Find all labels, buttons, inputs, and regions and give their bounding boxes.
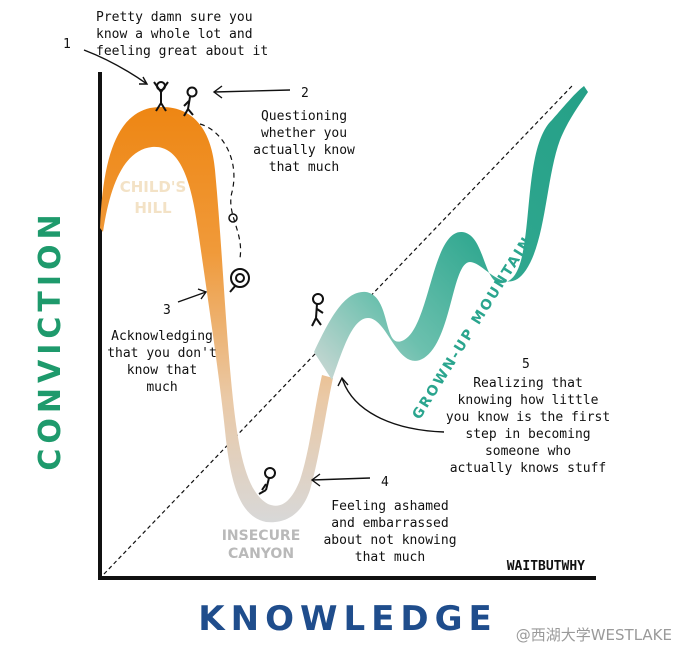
annotation-5-line-6: actually knows stuff xyxy=(450,461,607,476)
annotation-4-line-4: that much xyxy=(355,550,425,565)
annotation-5-line-2: knowing how little xyxy=(458,393,599,408)
tumble-loop-icon xyxy=(228,213,238,223)
childs-hill-shape xyxy=(100,106,333,523)
annotation-2-line-4: that much xyxy=(269,160,339,175)
annotation-4-number: 4 xyxy=(381,475,389,490)
annotation-4-line-2: and embarrassed xyxy=(331,516,448,531)
arrow-4-icon xyxy=(310,473,371,487)
annotation-3-line-1: Acknowledging xyxy=(111,329,213,344)
annotation-5-line-3: you know is the first xyxy=(446,410,610,425)
y-axis-label: CONVICTION xyxy=(33,209,68,470)
annotation-5-line-1: Realizing that xyxy=(473,376,583,391)
stick-figure-sitting-icon xyxy=(258,467,276,495)
watermark-text: @西湖大学WESTLAKE xyxy=(516,626,672,644)
annotation-3-line-3: know that xyxy=(127,363,197,378)
annotation-4-line-1: Feeling ashamed xyxy=(331,499,448,514)
annotation-5-number: 5 xyxy=(522,357,530,372)
annotation-3-number: 3 xyxy=(163,303,171,318)
canyon-label-line-2: CANYON xyxy=(228,546,294,562)
stick-figure-climbing-icon xyxy=(311,293,324,327)
credit-label: WAITBUTWHY xyxy=(507,559,585,574)
stick-figure-cheering-icon xyxy=(153,81,169,112)
stick-figure-walking-icon xyxy=(183,86,198,117)
annotation-2-number: 2 xyxy=(301,86,309,101)
annotation-3-line-4: much xyxy=(146,380,177,395)
hill-label-line-1: CHILD'S xyxy=(120,178,187,196)
annotation-1-number: 1 xyxy=(63,37,71,52)
annotation-2-line-3: actually know xyxy=(253,143,355,158)
x-axis-label: KNOWLEDGE xyxy=(198,599,497,639)
annotation-5-line-4: step in becoming xyxy=(465,427,590,442)
annotation-3-line-2: that you don't xyxy=(107,346,217,361)
arrow-1-icon xyxy=(83,49,149,85)
arrow-2-icon xyxy=(212,85,291,99)
annotation-2-line-1: Questioning xyxy=(261,109,347,124)
arrow-3-icon xyxy=(177,288,208,303)
hill-label-line-2: HILL xyxy=(134,199,172,217)
annotation-4-line-3: about not knowing xyxy=(323,533,456,548)
canyon-label-line-1: INSECURE xyxy=(222,528,301,544)
grown-up-mountain-shape xyxy=(314,86,588,380)
arrow-5-icon xyxy=(337,376,445,433)
tumble-trail xyxy=(199,123,242,259)
annotation-1-line-1: Pretty damn sure you xyxy=(96,10,253,25)
annotation-5-line-5: someone who xyxy=(485,444,571,459)
annotation-1-line-3: feeling great about it xyxy=(96,44,268,59)
annotation-2-line-2: whether you xyxy=(261,126,347,141)
stick-figure-tumbling-icon xyxy=(229,268,250,293)
annotation-1-line-2: know a whole lot and xyxy=(96,27,253,42)
